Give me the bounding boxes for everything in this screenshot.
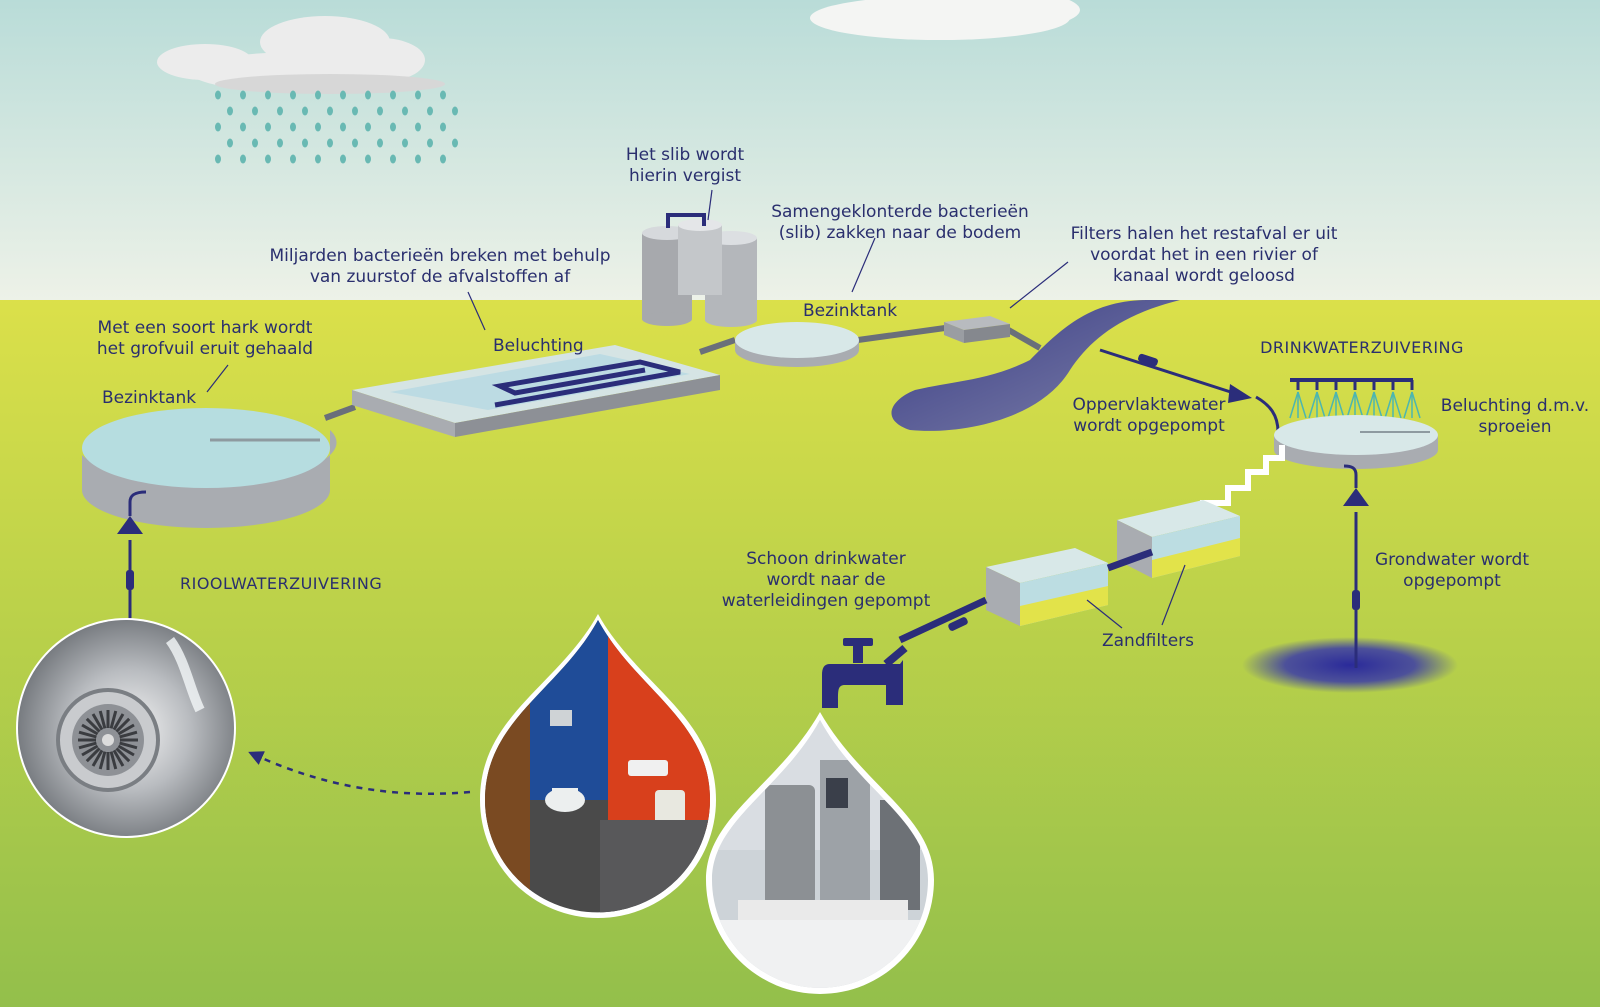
spray-aeration-text-line-1: Beluchting d.m.v. (1441, 396, 1589, 416)
clean-water-text-line-3: waterleidingen gepompt (722, 591, 931, 611)
surface-water-text-line-1: Oppervlaktewater (1072, 395, 1225, 415)
aeration-basin (1274, 415, 1438, 469)
sewage-section-title: RIOOLWATERZUIVERING (180, 574, 382, 593)
clean-water-text-line-1: Schoon drinkwater (746, 549, 905, 569)
drinking-section-title: DRINKWATERZUIVERING (1260, 338, 1464, 357)
sand-filters-label: Zandfilters (1102, 631, 1194, 651)
sludge-text-line-2: (slib) zakken naar de bodem (779, 223, 1021, 243)
filters-text-line-3: kanaal wordt geloosd (1113, 266, 1295, 286)
settling-tank-2 (735, 322, 859, 367)
digester-text-line-1: Het slib wordt (626, 145, 745, 165)
filters-text-line-2: voordat het in een rivier of (1090, 245, 1319, 265)
sludge-text-line-1: Samengeklonterde bacterieën (771, 202, 1029, 222)
sky (0, 0, 1600, 305)
groundwater (1242, 637, 1458, 693)
aeration-label: Beluchting (493, 336, 584, 356)
settling-tank-1 (82, 408, 337, 528)
digester-text-line-2: hierin vergist (629, 166, 741, 186)
filters-text-line-1: Filters halen het restafval er uit (1071, 224, 1338, 244)
spray-aeration-text-line-2: sproeien (1478, 417, 1551, 437)
bacteria-text-line-1: Miljarden bacterieën breken met behulp (269, 246, 610, 266)
settling-tank2-label: Bezinktank (803, 301, 897, 321)
rake-text-line-1: Met een soort hark wordt (98, 318, 313, 338)
settling-tank-label: Bezinktank (102, 388, 196, 408)
groundwater-text-line-2: opgepompt (1403, 571, 1501, 591)
surface-water-text-line-2: wordt opgepompt (1073, 416, 1225, 436)
groundwater-text-line-1: Grondwater wordt (1375, 550, 1529, 570)
rake-text-line-2: het grofvuil eruit gehaald (97, 339, 313, 359)
clean-water-text-line-2: wordt naar de (766, 570, 885, 590)
bacteria-text-line-2: van zuurstof de afvalstoffen af (310, 267, 571, 287)
